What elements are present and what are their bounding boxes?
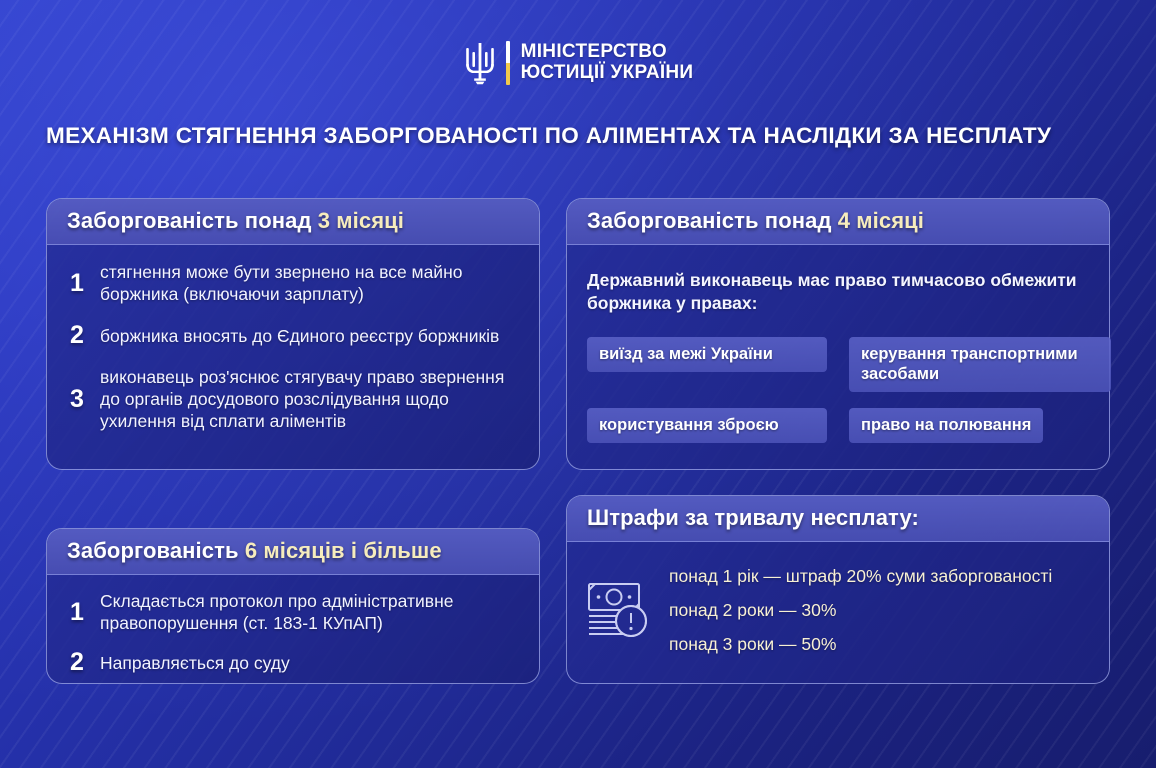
restriction-chip-travel: виїзд за межі України [587,336,827,372]
list-item: 1 стягнення може бути звернено на все ма… [67,261,519,305]
card-title-prefix: Заборгованість [67,538,245,563]
restriction-chip-driving: керування транспортними засобами [849,336,1111,392]
restriction-chip-hunting: право на полювання [849,407,1044,443]
page-title: МЕХАНІЗМ СТЯГНЕННЯ ЗАБОРГОВАНОСТІ ПО АЛІ… [46,123,1052,148]
list-item-text: Складається протокол про адміністративне… [100,591,454,634]
list-item-number: 1 [70,597,84,626]
card-header-4-months: Заборгованість понад 4 місяці [567,199,1109,245]
list-item: 1 Складається протокол про адміністратив… [67,590,519,634]
card-title-accent: 3 місяці [317,208,404,233]
restriction-chip-weapons: користування зброєю [587,407,827,443]
list-item-text: Направляється до суду [100,652,290,673]
list-item-number: 1 [70,268,84,297]
card-title-prefix: Заборгованість понад [587,208,838,233]
list-item: 2 боржника вносять до Єдиного реєстру бо… [67,321,519,350]
list-item-number: 3 [70,384,84,413]
card-intro-text: Державний виконавець має право тимчасово… [587,270,1077,313]
list-item-text: виконавець роз'яснює стягувачу право зве… [100,367,505,432]
card-title-fines: Штрафи за тривалу несплату: [587,505,919,530]
card-title-6-months: Заборгованість 6 місяців і більше [67,538,519,564]
card-fines: Штрафи за тривалу несплату: [566,495,1110,684]
fine-line: понад 1 рік — штраф 20% суми заборговано… [669,566,1053,586]
list-item-number: 2 [70,648,84,677]
list-item: 2 Направляється до суду [67,648,519,677]
list-item-text: боржника вносять до Єдиного реєстру борж… [100,325,500,346]
card-header-fines: Штрафи за тривалу несплату: [567,496,1109,542]
card-title-prefix: Заборгованість понад [67,208,318,233]
card-header-6-months: Заборгованість 6 місяців і більше [47,529,539,575]
ministry-logo: МІНІСТЕРСТВО ЮСТИЦІЇ УКРАЇНИ [0,40,1156,86]
card-debt-6-months-or-more: Заборгованість 6 місяців і більше 1 Скла… [46,528,540,684]
card-title-accent: 4 місяці [837,208,924,233]
list-item-number: 2 [70,321,84,350]
list-item-text: стягнення може бути звернено на все майн… [100,262,463,305]
fine-line: понад 2 роки — 30% [669,600,837,620]
card-debt-over-4-months: Заборгованість понад 4 місяці Державний … [566,198,1111,470]
logo-line-2: ЮСТИЦІЇ УКРАЇНИ [520,62,694,83]
money-warning-icon [587,577,649,644]
card-title-4-months: Заборгованість понад 4 місяці [587,208,1089,234]
card-title-3-months: Заборгованість понад 3 місяці [67,208,519,234]
logo-line-1: МІНІСТЕРСТВО [520,41,667,63]
list-item: 3 виконавець роз'яснює стягувачу право з… [67,366,519,432]
logo-divider [505,41,510,85]
card-debt-over-3-months: Заборгованість понад 3 місяці 1 стягненн… [46,198,540,470]
fine-line: понад 3 роки — 50% [669,634,837,654]
ukraine-trident-icon [463,40,497,86]
card-title-accent: 6 місяців і більше [244,538,442,563]
card-header-3-months: Заборгованість понад 3 місяці [47,199,539,245]
